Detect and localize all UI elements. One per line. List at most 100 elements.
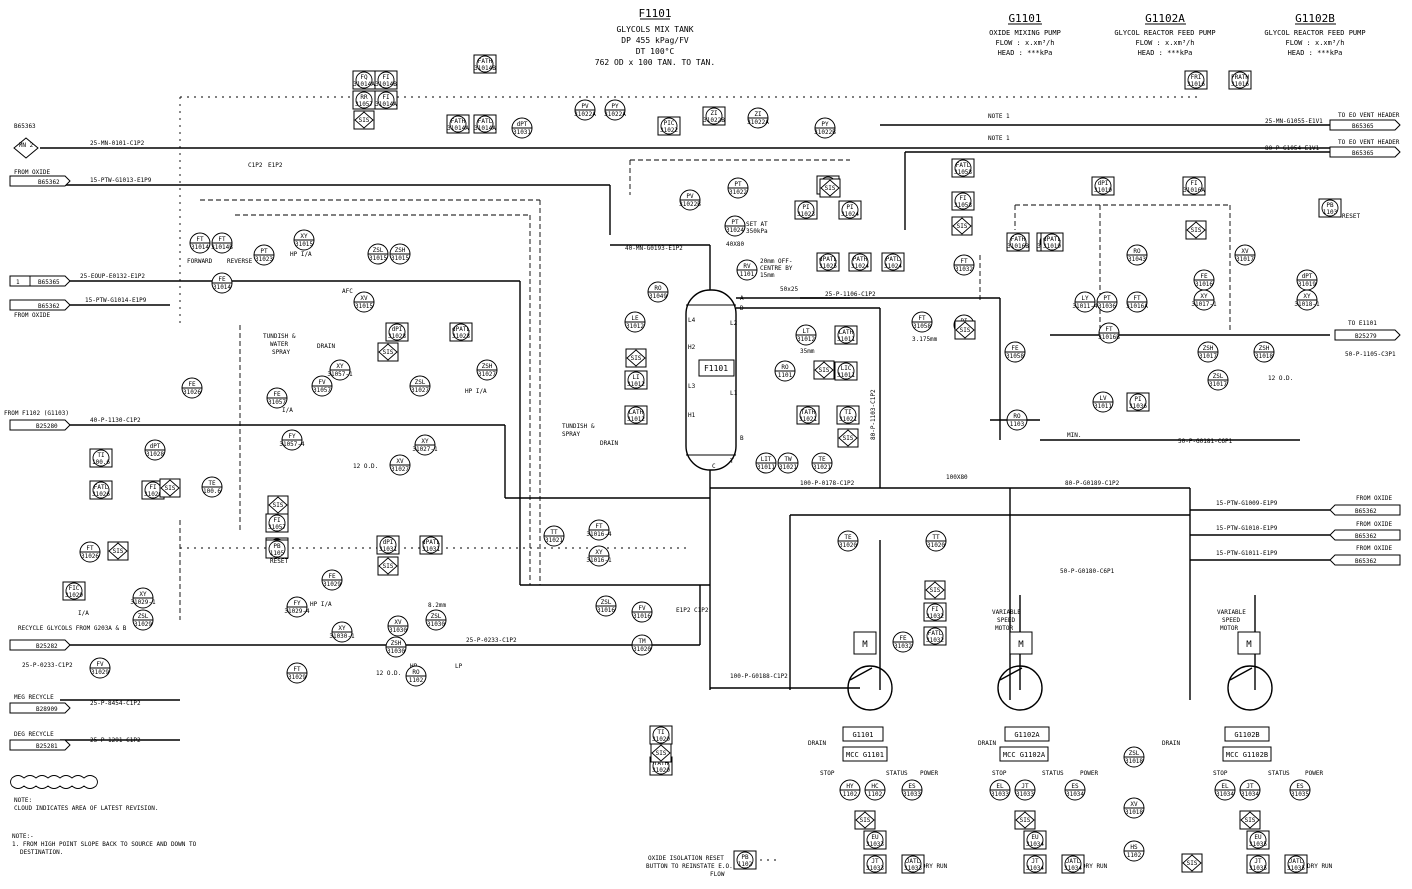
sis-interlock[interactable]: SIS [353, 110, 375, 130]
mn-diamond[interactable] [13, 137, 39, 159]
offpage-arrow-f1102[interactable]: B25280 FROM F1102 (G1103) [4, 410, 71, 431]
offpage-arrow-recycle[interactable]: B25282 RECYCLE GLYCOLS FROM G203A & B [9, 625, 127, 651]
offpage-right-e1101[interactable]: B25279 TO E1101 [1334, 320, 1401, 341]
offpage-right-oxide-1[interactable]: B65362 FROM OXIDE [1329, 495, 1401, 516]
sis-interlock[interactable]: SIS [267, 495, 289, 515]
sis-interlock[interactable]: SIS [819, 178, 841, 198]
pump-g1102b[interactable]: M G1102B MCC G1102B [1222, 631, 1273, 762]
tank-f1101[interactable]: F1101 A B C D L1 L2 L3 L4 H1 H2 T [685, 289, 744, 471]
sis-interlock[interactable]: SIS [924, 580, 946, 600]
sis-interlock[interactable]: SIS [159, 478, 181, 498]
sis-interlock[interactable]: SIS [1239, 810, 1261, 830]
offpage-right-oxide-3[interactable]: B65362 FROM OXIDE [1329, 545, 1401, 566]
offpage-right-vent-1[interactable]: B65365 TO EO VENT HEADER [1329, 112, 1401, 131]
sis-interlock[interactable]: SIS [377, 342, 399, 362]
sis-interlock[interactable]: SIS [954, 320, 976, 340]
offpage-arrow-b65365[interactable]: 1 B65365 [9, 275, 71, 287]
